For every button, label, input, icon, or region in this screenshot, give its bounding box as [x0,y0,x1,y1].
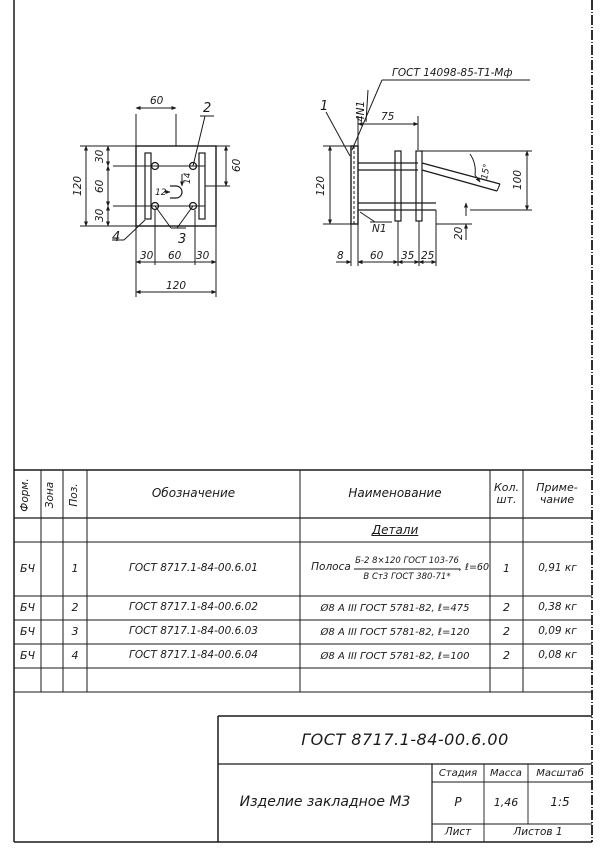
header-pos: Поз. [68,483,80,507]
section-details: Детали [371,523,419,538]
dim-left-30a: 30 [94,149,106,163]
dim-left-30c: 30 [94,208,106,222]
row2-name: Ø8 А III ГОСТ 5781-82, ℓ=475 [320,602,470,614]
stage-label: Стадия [438,767,478,779]
row1-name-numerator: Б-2 8×120 ГОСТ 103-76 [355,555,459,566]
sheets-label: Листов 1 [513,826,563,839]
bar-left [144,152,152,220]
dim-right-60: 60 [231,158,243,172]
side-view-labels: ГОСТ 14098-85-Т1-Мф 1 4N1 N1 75 120 100 … [315,67,524,262]
dim-75: 75 [381,111,395,123]
row1-format: БЧ [19,561,36,575]
dim-inner-14: 14 [183,172,193,184]
row2-designation: ГОСТ 8717.1-84-00.6.02 [129,601,258,614]
mass-label: Масса [490,767,522,779]
weld-note: ГОСТ 14098-85-Т1-Мф [392,67,512,79]
row2-qty: 2 [503,600,510,614]
mass-value: 1,46 [493,795,519,809]
label-n1: N1 [372,223,387,235]
row3-name: Ø8 А III ГОСТ 5781-82, ℓ=120 [320,626,470,638]
header-format: Форм. [19,478,31,512]
row1-qty: 1 [503,561,510,575]
callout-2: 2 [203,101,211,116]
row4-qty: 2 [503,648,510,662]
scale-label: Масштаб [536,767,584,779]
dim-25: 25 [421,250,435,262]
callout-3: 3 [178,232,186,247]
bar-right [198,152,206,220]
row3-pos: 3 [71,624,79,638]
side-view [323,79,532,266]
row3-note: 0,09 кг [538,625,577,638]
row3-format: БЧ [19,624,36,638]
row4-note: 0,08 кг [538,649,577,662]
dim-20: 20 [453,226,465,240]
sheet-frame [13,0,593,843]
row1-name-denominator: В Ст3 ГОСТ 380-71* [363,571,451,582]
spec-table-grid [14,469,592,693]
plan-view [80,106,230,297]
callout-1: 1 [320,99,328,114]
dim-left-60: 60 [94,179,106,193]
row1-name-prefix: Полоса [311,561,351,574]
callout-4: 4 [112,230,120,245]
row1-note: 0,91 кг [538,562,577,575]
dim-left-120: 120 [72,176,84,196]
sheet-label: Лист [444,826,472,839]
dim-bottom-60: 60 [168,250,182,262]
header-name: Наименование [348,486,442,501]
scale-value: 1:5 [550,795,570,810]
dim-bottom-30a: 30 [140,250,154,262]
row4-name: Ø8 А III ГОСТ 5781-82, ℓ=100 [320,650,470,662]
row1-designation: ГОСТ 8717.1-84-00.6.01 [129,562,258,575]
row2-pos: 2 [71,600,79,614]
row4-designation: ГОСТ 8717.1-84-00.6.04 [129,649,258,662]
header-qty: Кол. шт. [493,480,520,506]
dim-bottom-120: 120 [166,280,186,292]
row2-format: БЧ [19,600,36,614]
dim-top-60: 60 [150,95,164,107]
row3-qty: 2 [503,624,510,638]
dim-60: 60 [370,250,384,262]
dim-35: 35 [401,250,415,262]
dim-inner-12: 12 [155,188,167,198]
product-name: Изделие закладное М3 [239,794,411,811]
row4-pos: 4 [71,648,79,662]
header-zone: Зона [44,481,56,509]
dim-15-degrees: 15° [480,163,493,180]
dim-bottom-30c: 30 [196,250,210,262]
title-designation: ГОСТ 8717.1-84-00.6.00 [301,730,509,750]
dim-120: 120 [315,176,327,196]
label-4n1: 4N1 [355,101,367,122]
header-designation: Обозначение [151,486,236,501]
title-block-grid [217,715,592,842]
plan-view-labels: 60 60 120 30 60 30 14 12 30 60 30 120 2 … [72,95,243,292]
dim-8: 8 [337,250,344,262]
header-note: Приме- чание [536,480,578,506]
row1-pos: 1 [71,561,79,575]
row4-format: БЧ [19,648,36,662]
row2-note: 0,38 кг [538,601,577,614]
stage-value: Р [454,795,462,810]
dim-100: 100 [512,170,524,190]
row3-designation: ГОСТ 8717.1-84-00.6.03 [129,625,258,638]
row1-name-suffix: , ℓ=60 [458,561,489,573]
